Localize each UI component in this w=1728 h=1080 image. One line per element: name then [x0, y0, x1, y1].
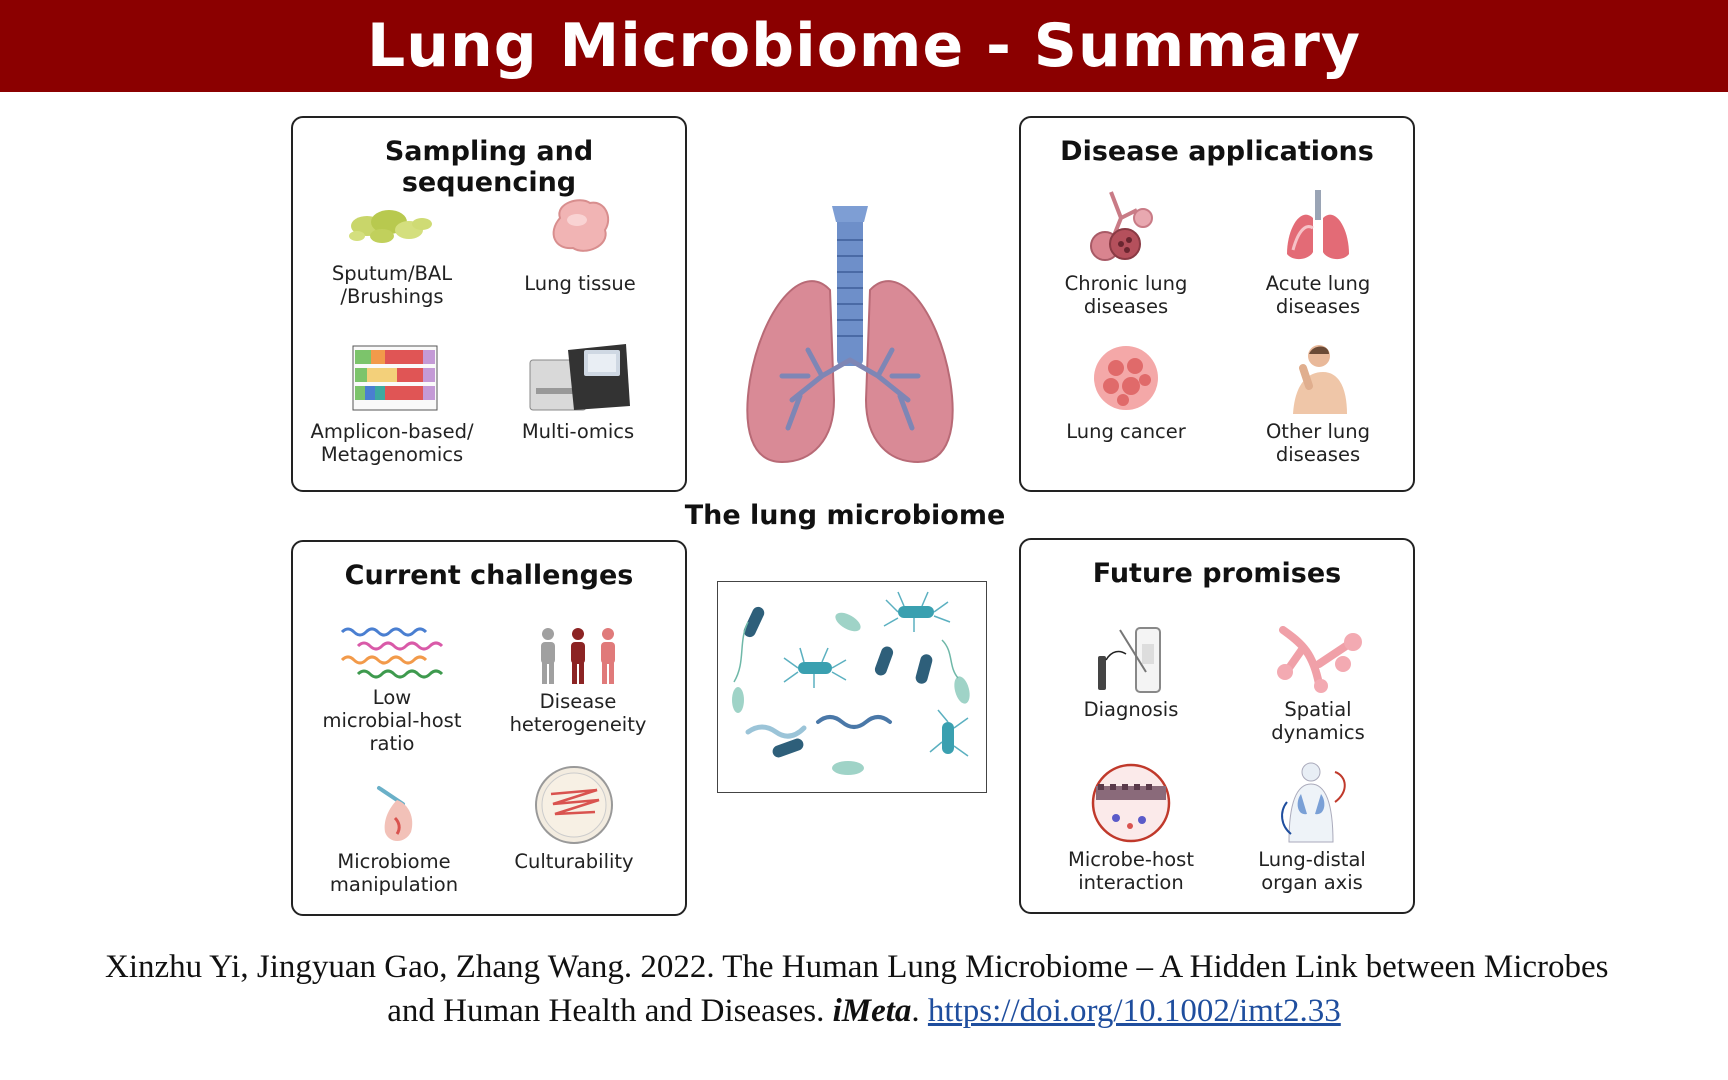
sequencing-bars-icon: [352, 345, 438, 411]
citation-line-1: Xinzhu Yi, Jingyuan Gao, Zhang Wang. 202…: [105, 949, 1609, 985]
label-sputum: Sputum/BAL /Brushings: [331, 262, 453, 308]
label-sequencing: Amplicon-based/ Metagenomics: [310, 420, 474, 466]
label-other: Other lung diseases: [1265, 420, 1371, 466]
item-heterogeneity: Disease heterogeneity: [493, 626, 663, 736]
label-diagnosis: Diagnosis: [1083, 698, 1179, 721]
citation-title-end: and Human Health and Diseases.: [387, 993, 833, 1029]
microbe-box: [717, 581, 987, 793]
bacteria-teal: [798, 606, 954, 754]
label-low-ratio: Low microbial-host ratio: [322, 686, 462, 755]
item-culturability: Culturability: [489, 764, 659, 873]
label-spatial: Spatial dynamics: [1271, 698, 1365, 744]
item-acute: Acute lung diseases: [1233, 188, 1403, 318]
panel-title-challenges: Current challenges: [344, 560, 634, 591]
bacteria-illustration: [732, 591, 970, 775]
panel-sampling: Sampling and sequencing Sputum/BAL /Brus…: [291, 116, 687, 492]
label-acute: Acute lung diseases: [1265, 272, 1371, 318]
label-cancer: Lung cancer: [1066, 420, 1186, 443]
sputum-icon: [349, 210, 432, 243]
citation-period: .: [911, 993, 928, 1029]
petri-dish-icon: [535, 766, 613, 844]
panel-title-sampling: Sampling and sequencing: [384, 136, 594, 198]
diagnostic-test-icon: [1098, 627, 1161, 693]
item-other: Other lung diseases: [1233, 342, 1403, 466]
right-lung: [864, 280, 954, 464]
label-axis: Lung-distal organ axis: [1258, 848, 1366, 894]
item-low-ratio: Low microbial-host ratio: [307, 626, 477, 755]
label-multiomics: Multi-omics: [521, 420, 635, 443]
body-organs-icon: [1281, 762, 1346, 843]
coughing-person-icon: [1293, 345, 1347, 414]
people-icon: [541, 628, 615, 684]
page-title: Lung Microbiome - Summary: [367, 11, 1361, 81]
item-diagnosis: Diagnosis: [1046, 624, 1216, 721]
item-chronic: Chronic lung diseases: [1041, 188, 1211, 318]
lungs-illustration: [746, 206, 954, 464]
bronchi-tree-icon: [1277, 626, 1362, 693]
label-lung-tissue: Lung tissue: [524, 272, 636, 295]
label-chronic: Chronic lung diseases: [1064, 272, 1188, 318]
label-manipulation: Microbiome manipulation: [329, 850, 459, 896]
panel-challenges: Current challenges Low microbial-host ra…: [291, 540, 687, 916]
sequencer-machine-icon: [529, 344, 630, 411]
alveoli-icon: [1090, 191, 1153, 261]
citation-line-2: and Human Health and Diseases. iMeta. ht…: [0, 989, 1728, 1033]
center-label: The lung microbiome: [684, 500, 1006, 531]
item-cancer: Lung cancer: [1041, 342, 1211, 443]
item-manipulation: Microbiome manipulation: [309, 784, 479, 896]
label-culturability: Culturability: [514, 850, 634, 873]
panel-future: Future promises Diagnosis Spatial dynami…: [1019, 538, 1415, 914]
item-sputum: Sputum/BAL /Brushings: [307, 188, 477, 308]
citation: Xinzhu Yi, Jingyuan Gao, Zhang Wang. 202…: [0, 945, 1728, 1033]
panel-title-disease: Disease applications: [1060, 136, 1374, 167]
bacteria-rod-dark: [743, 606, 933, 758]
dna-strands-icon: [340, 627, 444, 679]
panel-title-future: Future promises: [1092, 558, 1342, 589]
lung-tissue-icon: [552, 199, 610, 252]
panel-disease: Disease applications Chronic lung diseas…: [1019, 116, 1415, 492]
hand-pipette-icon: [377, 786, 413, 841]
label-heterogeneity: Disease heterogeneity: [509, 690, 647, 736]
item-microbe-host: Microbe-host interaction: [1046, 762, 1216, 894]
item-axis: Lung-distal organ axis: [1227, 762, 1397, 894]
bacteria-mint: [732, 612, 970, 775]
trachea: [837, 216, 863, 366]
lungs-red-icon: [1287, 190, 1349, 260]
doi-link[interactable]: https://doi.org/10.1002/imt2.33: [927, 993, 1341, 1029]
tumor-icon: [1094, 346, 1158, 410]
item-spatial: Spatial dynamics: [1233, 624, 1403, 744]
item-sequencing: Amplicon-based/ Metagenomics: [307, 340, 477, 466]
journal-name: iMeta: [832, 993, 912, 1029]
title-bar: Lung Microbiome - Summary: [0, 0, 1728, 92]
left-lung: [746, 280, 836, 464]
item-multiomics: Multi-omics: [493, 340, 663, 443]
label-microbe-host: Microbe-host interaction: [1068, 848, 1194, 894]
epithelium-circle-icon: [1091, 763, 1171, 843]
item-lung-tissue: Lung tissue: [495, 188, 665, 295]
